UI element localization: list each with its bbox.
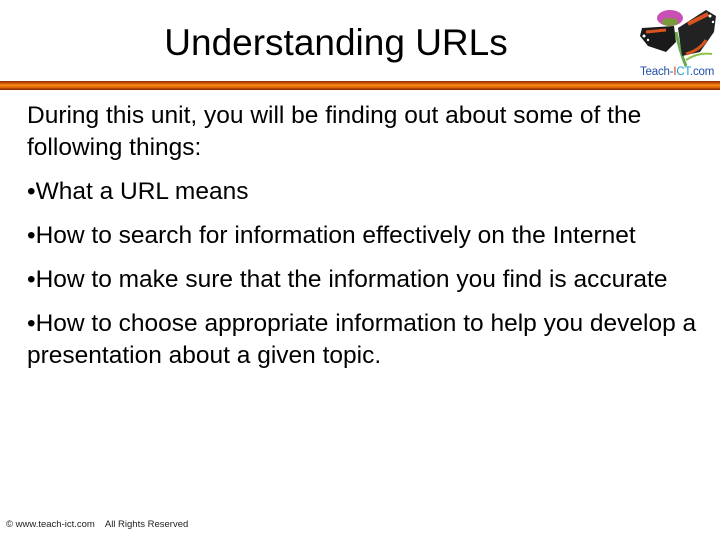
bullet-item: •How to choose appropriate information t… [27, 310, 697, 369]
logo-text: Teach-ICT.com [640, 66, 714, 78]
header-divider [0, 81, 720, 90]
logo-text-ct: CT [676, 66, 690, 78]
intro-text: During this unit, you will be finding ou… [27, 102, 642, 161]
copyright-footer: © www.teach-ict.com All Rights Reserved [6, 519, 189, 530]
bullet-item: •How to make sure that the information y… [27, 266, 668, 293]
logo-text-i: I [673, 66, 677, 78]
bullet-item: •How to search for information effective… [27, 222, 636, 249]
slide-title: Understanding URLs [164, 22, 508, 63]
logo-text-suffix: .com [689, 66, 715, 78]
bullet-item: •What a URL means [27, 178, 249, 205]
slide-body: During this unit, you will be finding ou… [27, 100, 697, 384]
logo-text-prefix: Teach- [640, 66, 674, 78]
butterfly-logo-icon [636, 2, 720, 82]
